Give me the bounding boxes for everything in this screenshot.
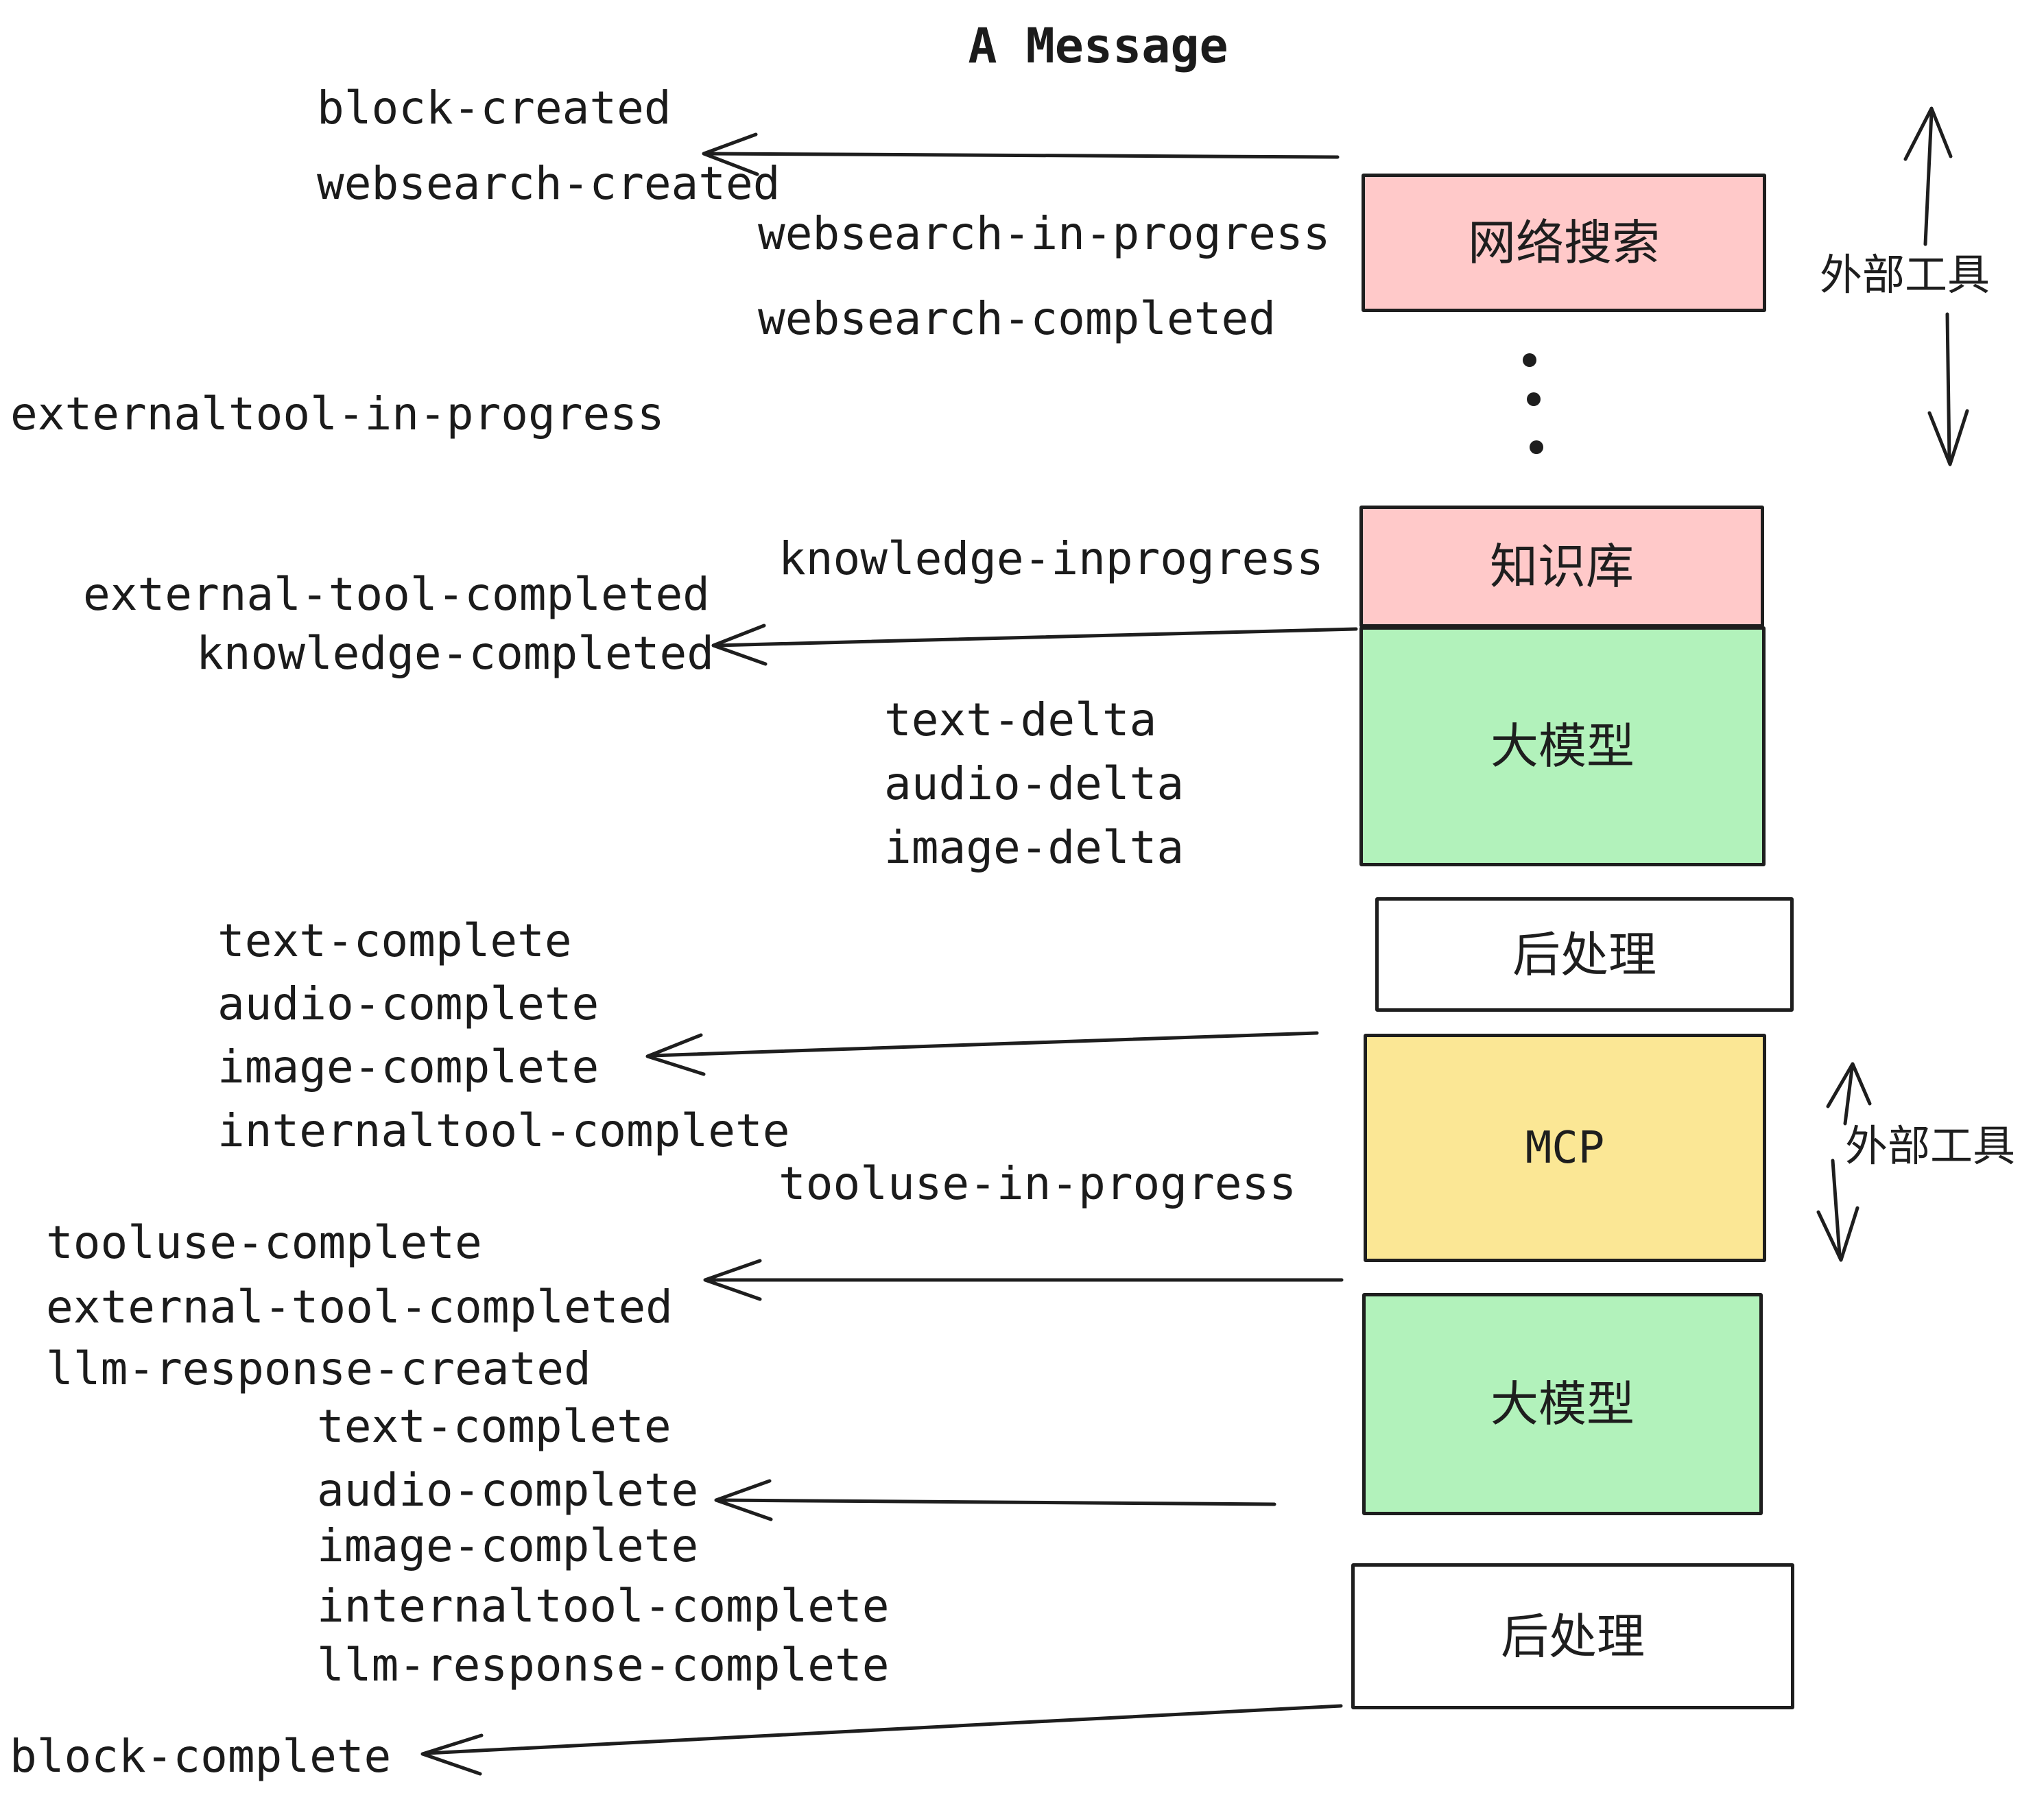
external-tools-label-1: 外部工具 <box>1820 252 1990 299</box>
postprocess-box-2-label: 后处理 <box>1501 1609 1645 1663</box>
llm-box-2: 大模型 <box>1362 1293 1763 1515</box>
event-internaltool-complete-2: internaltool-complete <box>317 1580 890 1633</box>
event-llm-response-complete: llm-response-complete <box>317 1639 890 1692</box>
event-llm-response-created: llm-response-created <box>46 1342 591 1395</box>
external-tools-down-arrow <box>1927 312 1969 466</box>
event-text-complete-2: text-complete <box>317 1400 672 1453</box>
postprocess-box-2: 后处理 <box>1351 1563 1794 1709</box>
diagram-title: A Message <box>968 18 1228 74</box>
event-audio-complete: audio-complete <box>217 977 599 1030</box>
event-tooluse-in-progress: tooluse-in-progress <box>779 1157 1296 1210</box>
event-text-complete: text-complete <box>217 914 572 967</box>
event-text-delta: text-delta <box>884 693 1157 746</box>
postprocess-box-1: 后处理 <box>1375 897 1794 1012</box>
event-websearch-in-progress: websearch-in-progress <box>758 207 1331 260</box>
arrow-tooluse-complete <box>703 1259 1344 1301</box>
llm-box-2-label: 大模型 <box>1490 1377 1635 1431</box>
event-knowledge-inprogress: knowledge-inprogress <box>779 532 1324 585</box>
knowledge-box: 知识库 <box>1359 506 1764 628</box>
event-external-tool-completed-2: external-tool-completed <box>46 1281 673 1333</box>
mcp-box: MCP <box>1364 1034 1766 1262</box>
mcp-external-tools-down-arrow <box>1816 1159 1859 1262</box>
event-knowledge-completed: knowledge-completed <box>196 627 714 680</box>
event-internaltool-complete: internaltool-complete <box>217 1104 790 1157</box>
event-audio-complete-2: audio-complete <box>317 1464 699 1517</box>
event-image-complete-2: image-complete <box>317 1519 699 1572</box>
event-block-complete: block-complete <box>10 1730 392 1783</box>
arrow-internal-complete <box>645 1031 1319 1076</box>
external-tools-label-2: 外部工具 <box>1845 1123 2016 1170</box>
event-image-delta: image-delta <box>884 821 1185 874</box>
event-block-created: block-created <box>317 82 672 134</box>
mcp-box-label: MCP <box>1525 1122 1605 1174</box>
llm-box-1: 大模型 <box>1359 626 1766 866</box>
arrow-knowledge-completed <box>711 624 1358 666</box>
event-tooluse-complete: tooluse-complete <box>46 1216 482 1269</box>
event-externaltool-in-progress: externaltool-in-progress <box>10 388 665 440</box>
mcp-external-tools-up-arrow <box>1826 1062 1872 1126</box>
event-image-complete: image-complete <box>217 1041 599 1093</box>
postprocess-box-1-label: 后处理 <box>1512 927 1656 982</box>
arrow-llm2-complete <box>714 1479 1276 1521</box>
llm-box-1-label: 大模型 <box>1490 720 1635 773</box>
event-external-tool-completed: external-tool-completed <box>83 568 710 621</box>
arrow-block-complete <box>420 1704 1343 1776</box>
knowledge-box-label: 知识库 <box>1490 540 1634 593</box>
event-audio-delta: audio-delta <box>884 757 1185 810</box>
arrow-websearch-created <box>702 132 1340 176</box>
external-tools-up-arrow <box>1903 106 1953 246</box>
websearch-box-label: 网络搜索 <box>1468 216 1660 270</box>
event-websearch-created: websearch-created <box>317 157 781 210</box>
event-websearch-completed: websearch-completed <box>758 292 1276 345</box>
ellipsis-dots <box>1523 353 1543 454</box>
websearch-box: 网络搜索 <box>1362 174 1766 312</box>
